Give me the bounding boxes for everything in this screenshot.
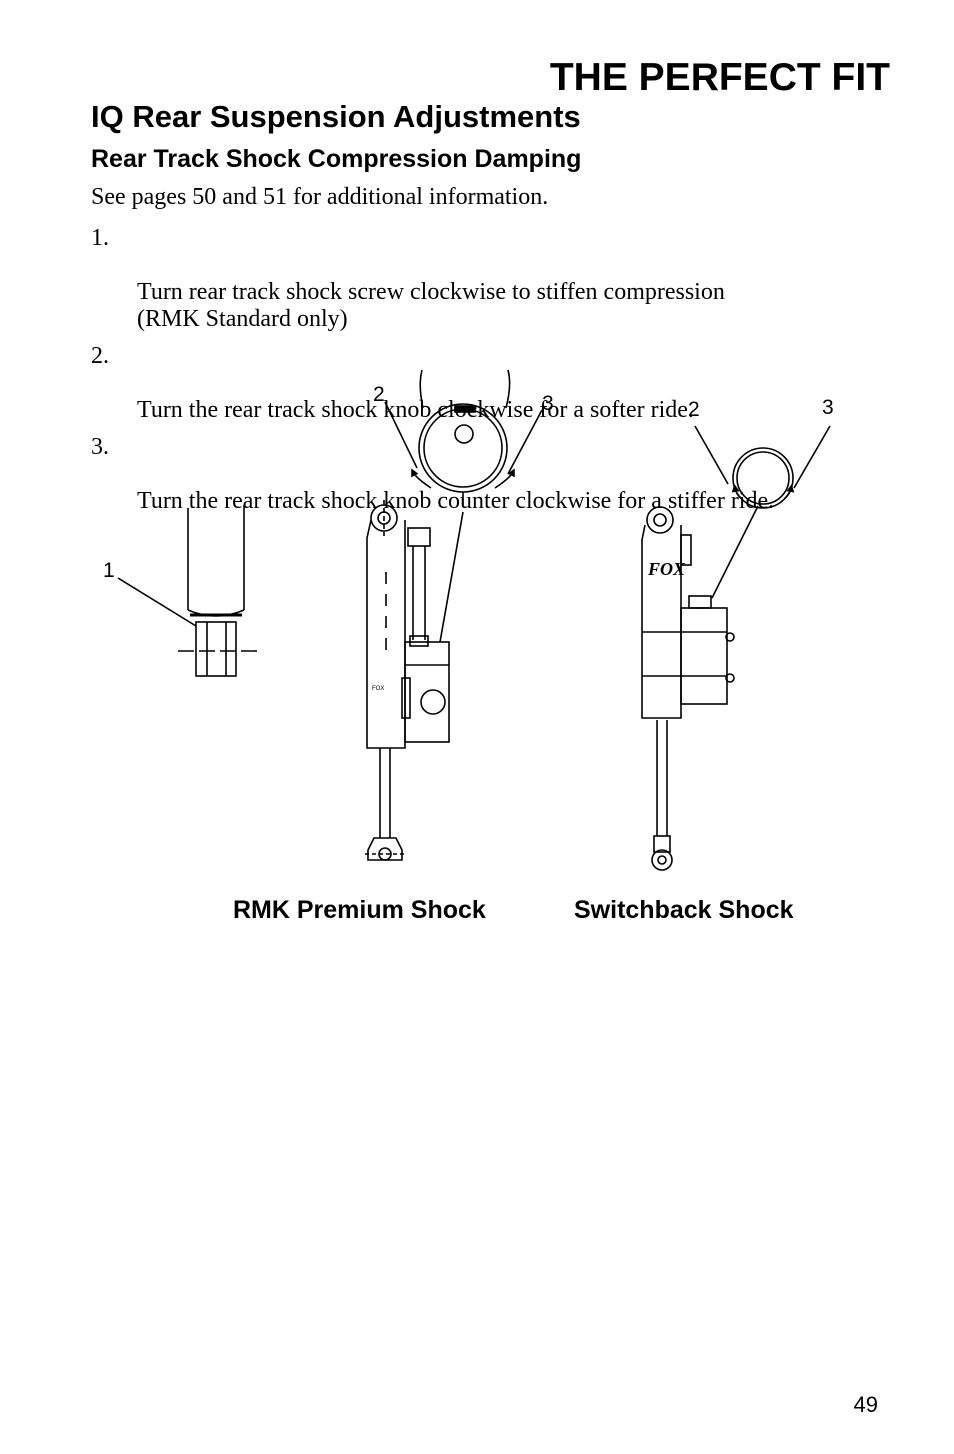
callout-standard-screw: 1 (103, 559, 115, 582)
step-text: Turn rear track shock screw clockwise to… (137, 279, 725, 332)
premium-shock: FOX (365, 369, 543, 861)
callout-premium-2: 2 (373, 383, 385, 406)
step-item: 3. Turn the rear track shock knob counte… (91, 434, 911, 515)
intro-text: See pages 50 and 51 for additional infor… (91, 184, 549, 210)
step-item: 2. Turn the rear track shock knob clockw… (91, 343, 911, 424)
shock-illustration: FOX FOX (117, 369, 831, 871)
step-number: 3. (91, 434, 109, 460)
page-number: 49 (853, 1392, 878, 1417)
step-number: 1. (91, 225, 109, 251)
callout-switchback-2: 2 (688, 398, 700, 421)
section-title: IQ Rear Suspension Adjustments (91, 99, 581, 134)
callout-switchback-3: 3 (822, 396, 834, 419)
page-header-title: THE PERFECT FIT (549, 56, 890, 99)
switchback-shock: FOX (641, 425, 831, 871)
subsection-title: Rear Track Shock Compression Damping (91, 145, 582, 173)
caption-switchback-shock: Switchback Shock (574, 896, 794, 924)
step-text: Turn the rear track shock knob counter c… (137, 488, 775, 514)
step-number: 2. (91, 343, 109, 369)
svg-text:FOX: FOX (372, 686, 384, 692)
step-item: 1. Turn rear track shock screw clockwise… (91, 225, 911, 333)
standard-shock-detail (117, 505, 262, 677)
shock-illustration-figure: FOX FOX (0, 360, 954, 924)
callout-premium-3: 3 (542, 392, 554, 415)
caption-rmk-premium-shock: RMK Premium Shock (233, 896, 486, 924)
steps-list: 1. Turn rear track shock screw clockwise… (91, 225, 911, 525)
svg-text:FOX: FOX (647, 559, 686, 579)
step-text: Turn the rear track shock knob clockwise… (137, 397, 694, 423)
